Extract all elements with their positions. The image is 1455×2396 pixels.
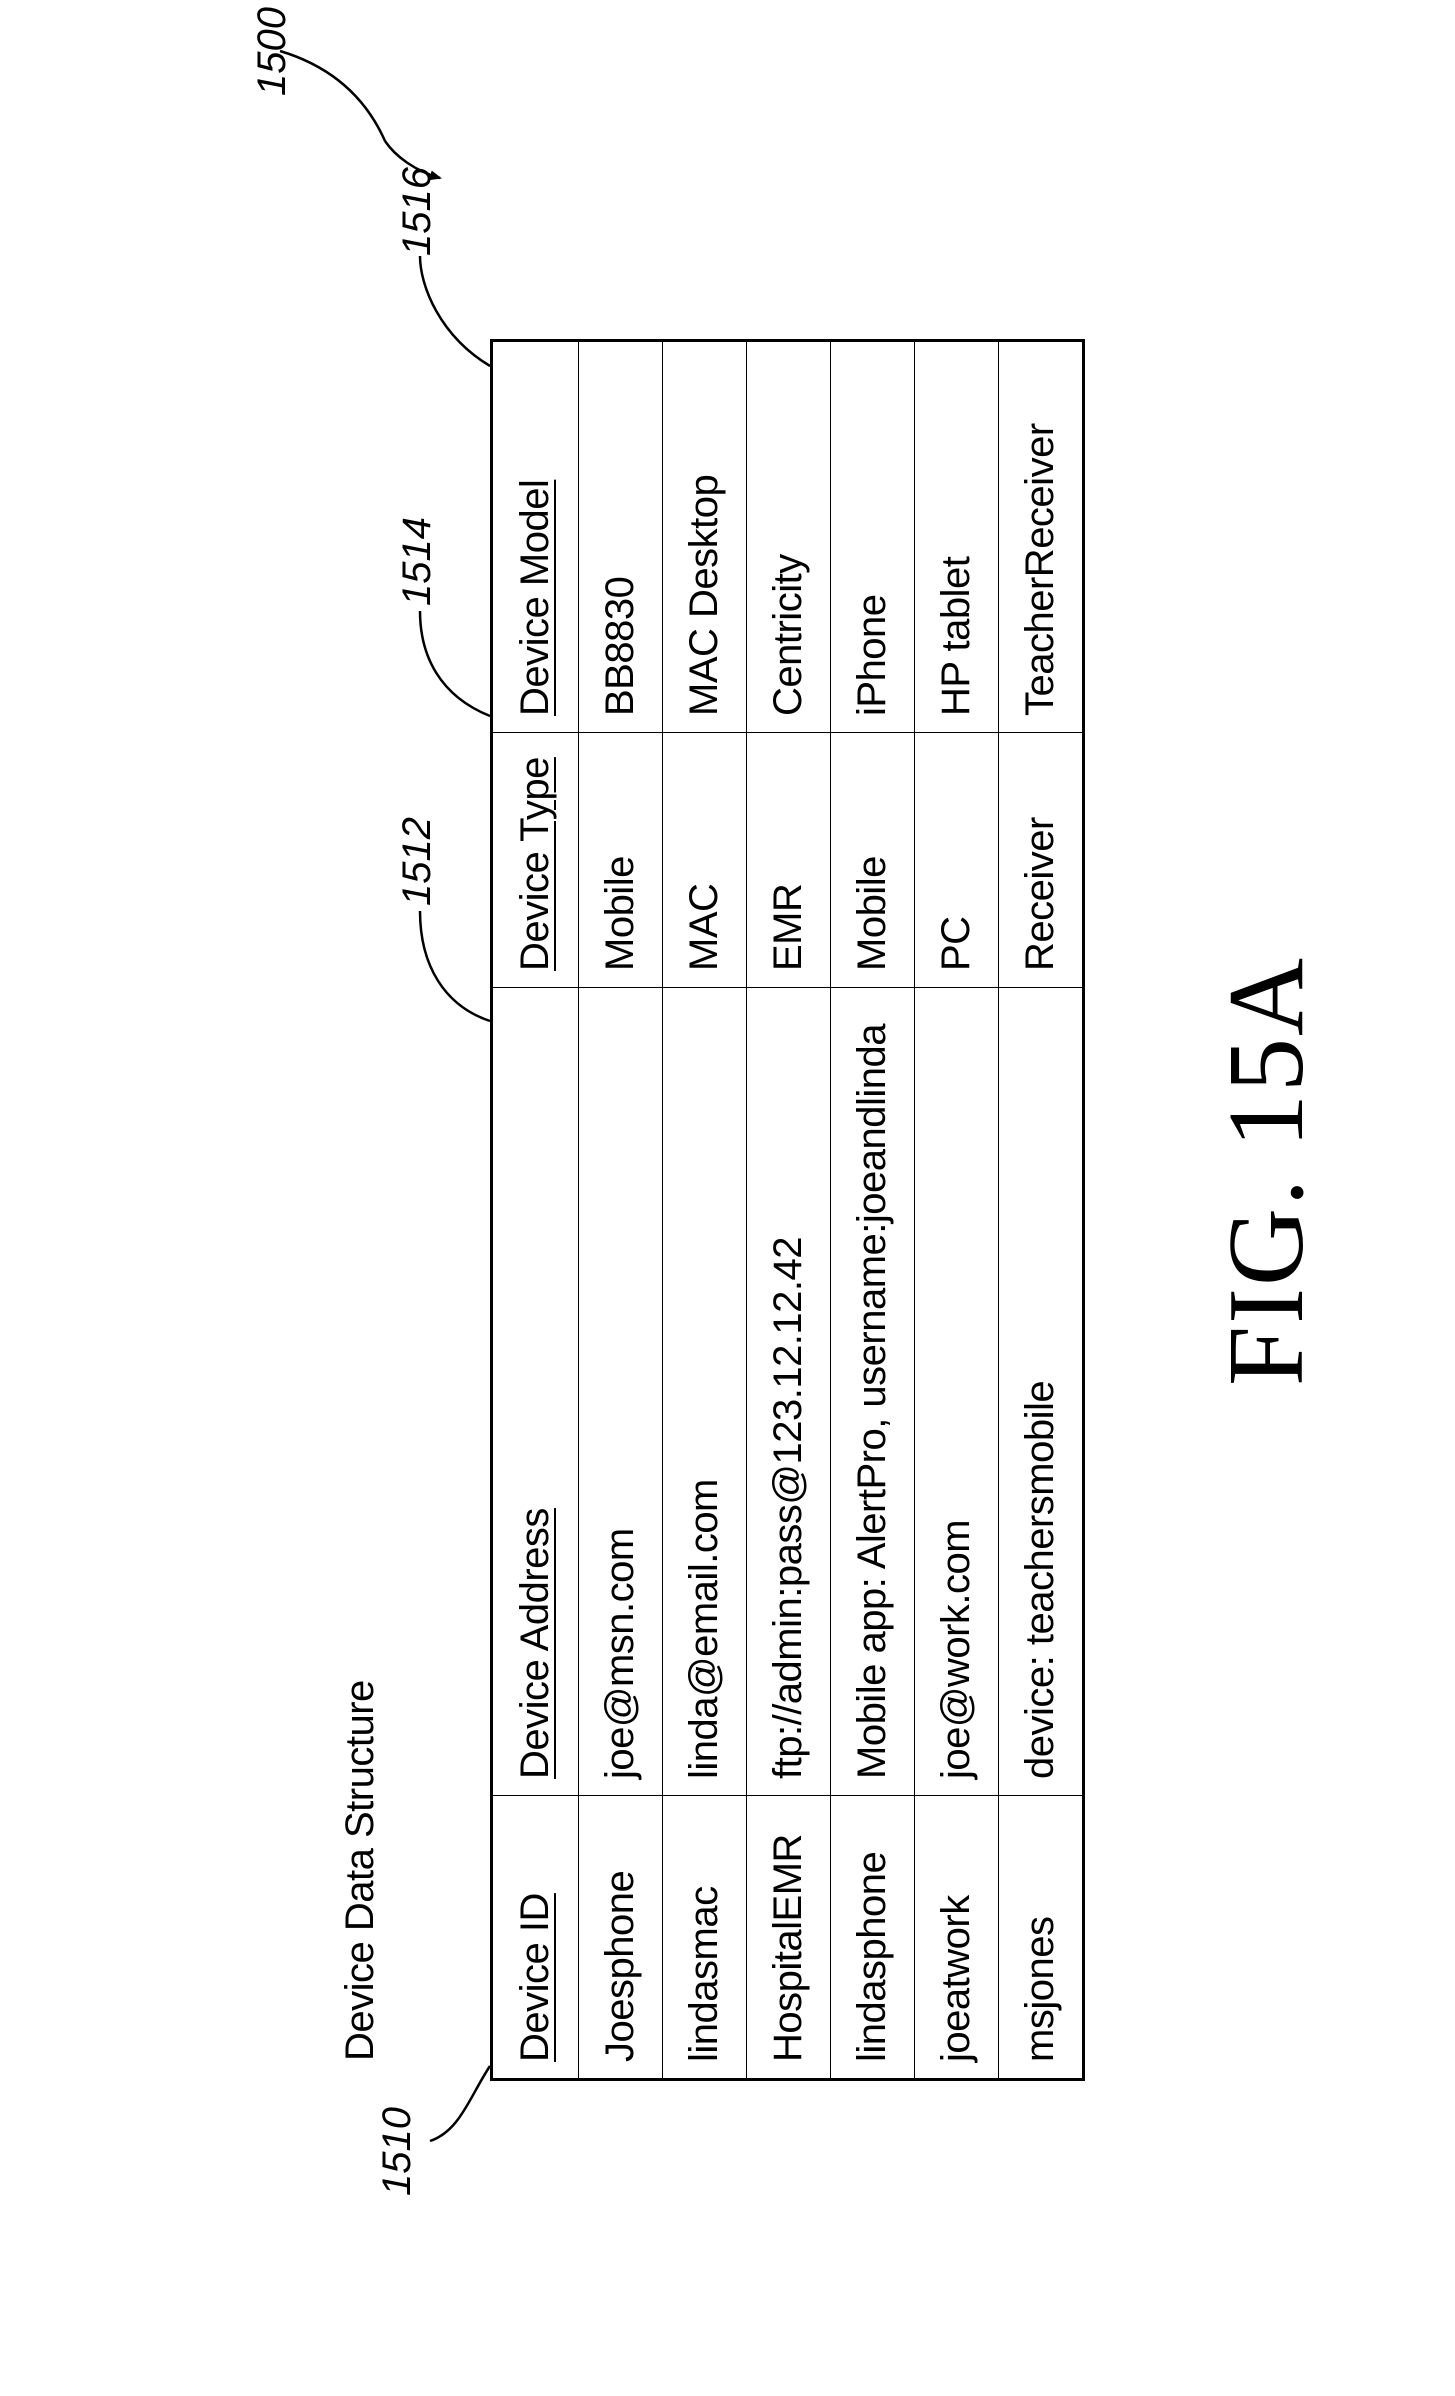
ref-1514: 1514	[395, 517, 439, 606]
ref-1512: 1512	[395, 817, 439, 906]
ref-1516: 1516	[395, 167, 439, 256]
ref-1510: 1510	[375, 2107, 419, 2196]
arrow-1500	[279, 49, 387, 142]
figure-label: FIG. 15A	[1207, 955, 1326, 1386]
leader-1516	[418, 255, 491, 368]
leader-1514	[418, 610, 491, 718]
ref-1500: 1500	[250, 7, 294, 96]
leader-1512	[418, 910, 491, 1023]
arrow-1500-head	[383, 140, 442, 181]
leader-1510	[429, 2065, 492, 2143]
